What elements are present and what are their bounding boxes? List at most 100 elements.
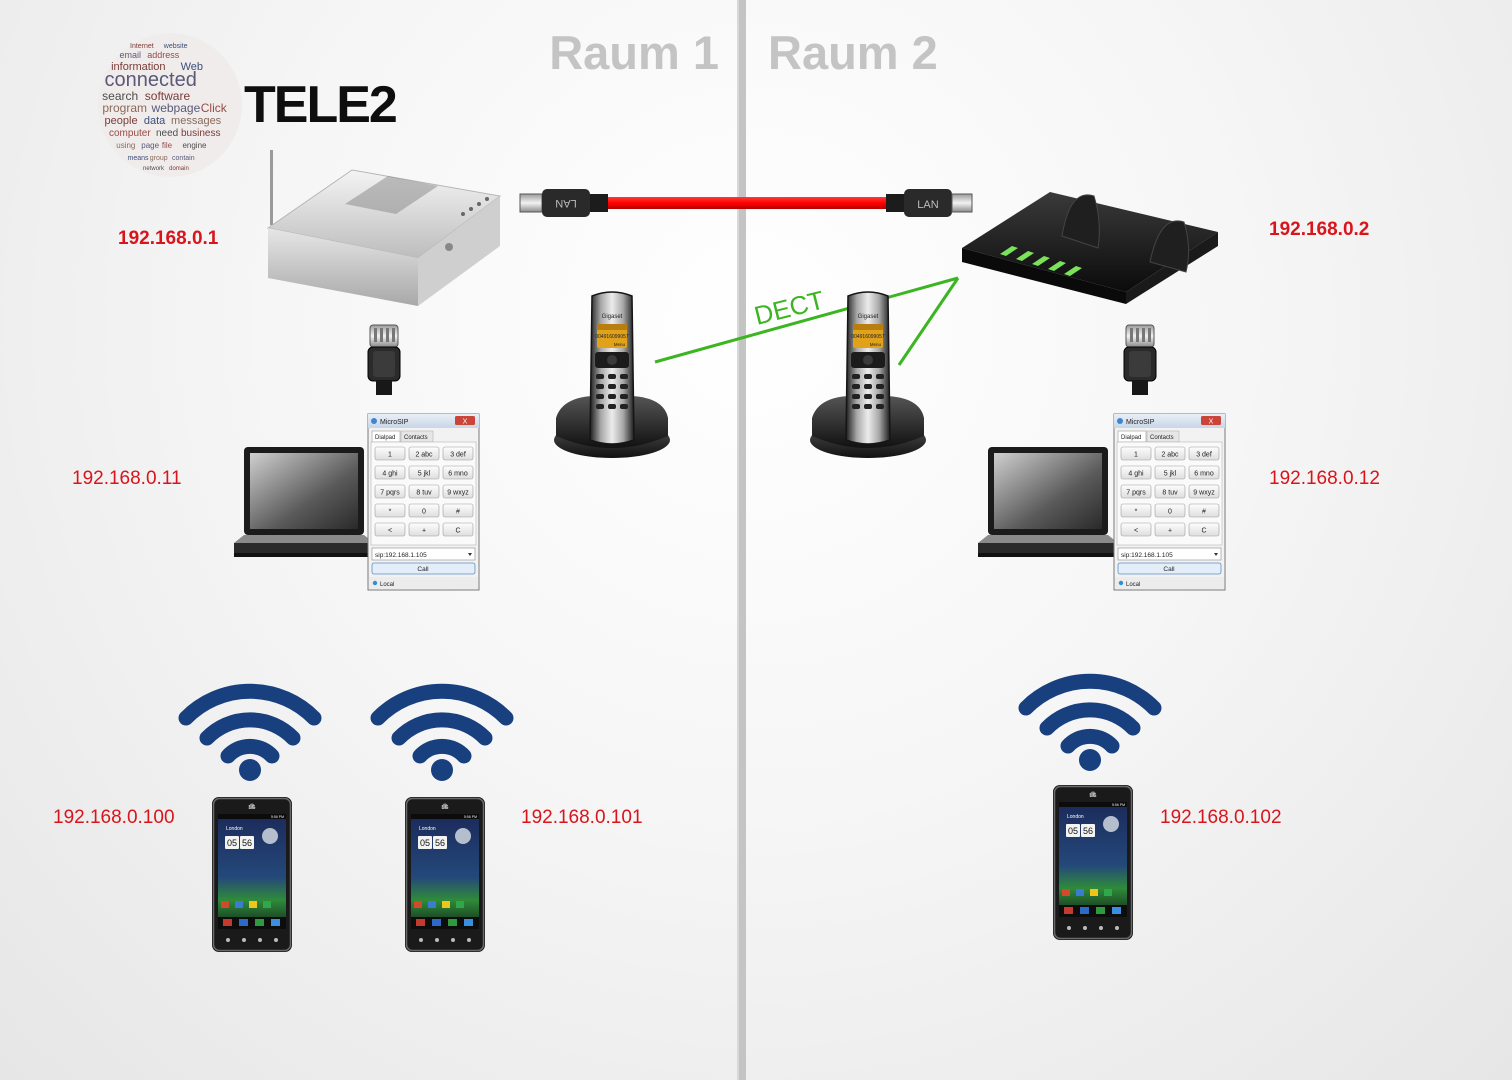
router-right-ip: 192.168.0.2 (1269, 219, 1369, 240)
tab-contacts-label: Contacts (404, 435, 428, 441)
word-cloud-word: connected (105, 69, 197, 91)
lan-plug-right: LAN (886, 189, 973, 217)
sip-address-input[interactable] (1117, 547, 1222, 561)
dialpad-key-label: < (388, 528, 392, 535)
tele2-logo: TELE2 (244, 76, 396, 134)
dialpad-key[interactable] (1154, 522, 1186, 537)
dialpad-key-label: + (422, 528, 426, 535)
dialpad-key[interactable] (408, 484, 440, 499)
laptop-left-ip: 192.168.0.11 (72, 468, 182, 489)
dialpad-key[interactable] (1120, 522, 1152, 537)
dialpad-key[interactable] (374, 465, 406, 480)
dialpad-key[interactable] (1120, 465, 1152, 480)
lan-cable-red (608, 197, 886, 209)
dialpad-key-label: 8 tuv (1162, 490, 1178, 497)
dialpad-key[interactable] (1120, 446, 1152, 461)
word-cloud-word: using (116, 141, 135, 150)
lan-plug-left-label: LAN (555, 197, 576, 209)
close-icon: X (463, 419, 468, 426)
dialpad-key[interactable] (442, 465, 474, 480)
sip-address-value: sip:192.168.1.105 (1121, 552, 1173, 559)
dialpad-key[interactable] (408, 522, 440, 537)
router-right-fin-left (1061, 194, 1100, 249)
dialpad-key[interactable] (442, 446, 474, 461)
dialpad-key[interactable] (1154, 503, 1186, 518)
dialpad-key-label: 1 (388, 452, 392, 459)
wifi-icon (378, 691, 506, 781)
dialpad-key-label: 1 (1134, 452, 1138, 459)
smartphone-2-ip: 192.168.0.101 (521, 807, 643, 828)
dialpad-key[interactable] (374, 484, 406, 499)
tab-dialpad-label: Dialpad (1121, 435, 1141, 441)
dialpad-key-label: 6 mno (448, 471, 468, 478)
status-label: Local (380, 582, 394, 588)
dialpad-key[interactable] (374, 503, 406, 518)
word-cloud-word: data (144, 115, 166, 127)
sip-address-input[interactable] (371, 547, 476, 561)
dialpad-key[interactable] (1120, 503, 1152, 518)
chevron-down-icon[interactable] (1214, 553, 1218, 556)
dialpad-key-label: 7 pqrs (1126, 490, 1146, 497)
dialpad-key-label: 9 wxyz (447, 490, 469, 497)
dialpad-key-label: 5 jkl (418, 471, 431, 478)
dialpad-key[interactable] (408, 465, 440, 480)
word-cloud-word: business (181, 128, 220, 139)
dialpad-key[interactable] (442, 522, 474, 537)
dialpad-key[interactable] (442, 503, 474, 518)
call-button[interactable] (1117, 562, 1222, 575)
status-bar (1115, 577, 1224, 589)
close-button[interactable] (1201, 416, 1221, 425)
router-right-fin-right (1149, 220, 1190, 273)
dialpad-key[interactable] (374, 446, 406, 461)
dialpad-key[interactable] (374, 522, 406, 537)
smartphone-1-ip: 192.168.0.100 (53, 807, 175, 828)
dialpad-key-label: 5 jkl (1164, 471, 1177, 478)
close-button[interactable] (455, 416, 475, 425)
chevron-down-icon[interactable] (468, 553, 472, 556)
dialpad-key-label: 6 mno (1194, 471, 1214, 478)
dialpad-key[interactable] (1154, 465, 1186, 480)
word-cloud-word: means (128, 155, 150, 162)
dialpad-key-label: 2 abc (1161, 452, 1179, 459)
room-divider (737, 0, 746, 1080)
word-cloud-word: people (105, 115, 138, 127)
dialpad-key[interactable] (1188, 484, 1220, 499)
dialpad-key[interactable] (1120, 484, 1152, 499)
dialpad-key[interactable] (1188, 446, 1220, 461)
word-cloud-word: Click (201, 101, 228, 115)
dialpad-key-label: + (1168, 528, 1172, 535)
status-bar (369, 577, 478, 589)
smartphone-clock-minute: 56 (435, 838, 445, 848)
dialpad-key[interactable] (1188, 465, 1220, 480)
dialpad-key[interactable] (1154, 484, 1186, 499)
smartphone-city: London (1067, 814, 1084, 820)
status-icon (372, 580, 378, 586)
dialpad-key[interactable] (442, 484, 474, 499)
dialpad-key[interactable] (1188, 503, 1220, 518)
handset-display-number: 004916099057 (595, 334, 629, 340)
softphone-title: MicroSIP (380, 419, 409, 426)
word-cloud-word: file (162, 141, 173, 150)
dialpad-key[interactable] (1188, 522, 1220, 537)
call-button[interactable] (371, 562, 476, 575)
dialpad-key-label: 9 wxyz (1193, 490, 1215, 497)
smartphone-time: 5:56 PM (1112, 803, 1125, 807)
room-1-title: Raum 1 (549, 26, 719, 79)
smartphone-brand: LG (442, 805, 449, 811)
word-cloud-word: messages (171, 115, 222, 127)
word-cloud-word: Web (181, 61, 203, 73)
wifi-icon (1026, 681, 1154, 771)
dialpad-key[interactable] (408, 446, 440, 461)
microsip-app-icon (1117, 418, 1123, 424)
dialpad-key[interactable] (1154, 446, 1186, 461)
dialpad-key-label: < (1134, 528, 1138, 535)
sip-address-value: sip:192.168.1.105 (375, 552, 427, 559)
smartphone-clock-hour: 05 (227, 838, 237, 848)
dialpad-key[interactable] (408, 503, 440, 518)
router-vent (345, 176, 438, 214)
dialpad-key-label: 7 pqrs (380, 490, 400, 497)
